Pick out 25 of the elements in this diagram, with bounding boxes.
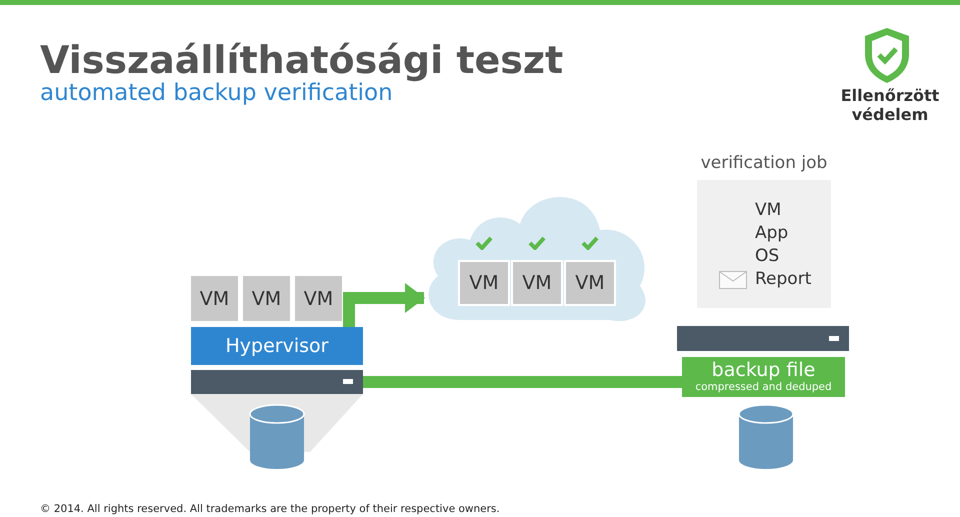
vm-box: VM bbox=[458, 260, 510, 306]
backup-file-box bbox=[682, 357, 845, 397]
job-step-text: App bbox=[755, 223, 788, 243]
hypervisor-bar: Hypervisor bbox=[191, 327, 363, 365]
vm-box: VM bbox=[243, 276, 290, 321]
server-bar bbox=[677, 326, 849, 351]
file-title: backup file bbox=[710, 359, 816, 381]
vm-box: VM bbox=[295, 276, 342, 321]
job-step-text: OS bbox=[755, 246, 780, 266]
arrow bbox=[343, 283, 425, 327]
vm-box: VM bbox=[191, 276, 238, 321]
job-step-text: VM bbox=[755, 200, 782, 220]
storage-cylinder bbox=[249, 404, 305, 470]
title: Visszaállíthatósági teszt bbox=[40, 38, 564, 82]
vm-box: VM bbox=[511, 260, 563, 306]
copyright-note: © 2014. All rights reserved. All trademarks are the property of their respective owners. bbox=[40, 503, 500, 515]
panel-heading: verification job bbox=[700, 153, 828, 173]
badge-caption: Ellenőrzött védelem bbox=[840, 86, 940, 124]
vm-box: VM bbox=[564, 260, 616, 306]
server-bar bbox=[191, 370, 363, 394]
file-subtitle: compressed and deduped bbox=[694, 381, 833, 393]
storage-cylinder bbox=[738, 404, 794, 470]
subtitle: automated backup verification bbox=[40, 80, 393, 106]
job-step-text: Report bbox=[755, 269, 812, 289]
connector-line bbox=[363, 376, 682, 388]
